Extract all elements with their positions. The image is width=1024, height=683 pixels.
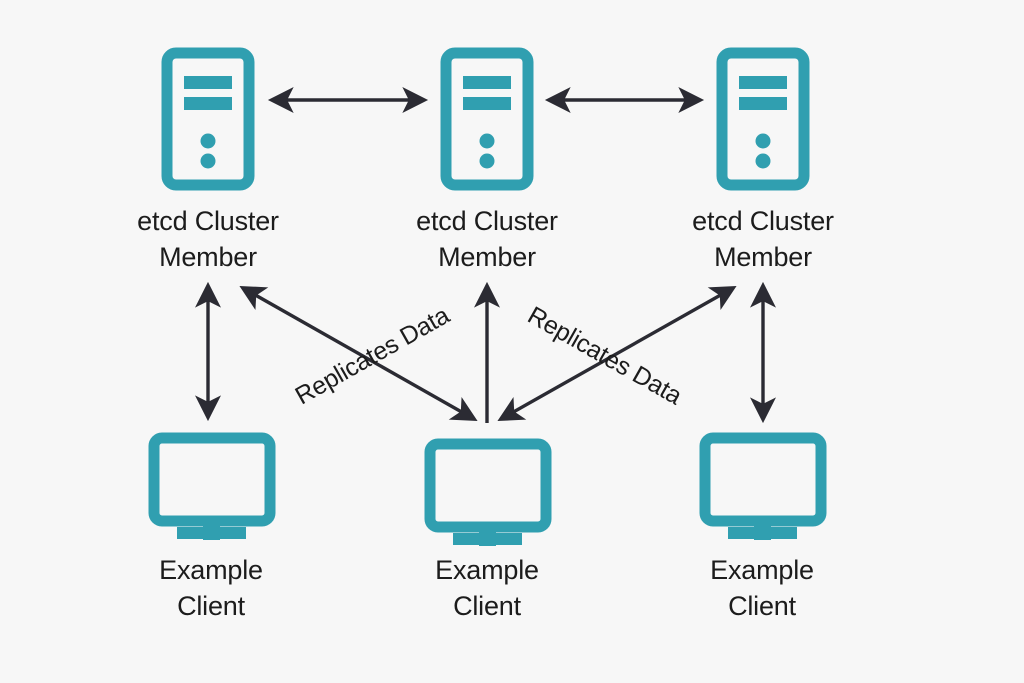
client-label-left: Example Client [159, 555, 263, 621]
server-label-right: etcd Cluster Member [692, 206, 834, 272]
arrow-replicates-data-left [239, 285, 478, 422]
monitor-icon-center [424, 438, 552, 546]
monitor-icon-right [699, 432, 827, 540]
client-label-right: Example Client [710, 555, 814, 621]
server-tower-icon-center [440, 47, 534, 191]
server-tower-icon-right [716, 47, 810, 191]
arrow-replicates-data-right [497, 285, 737, 422]
server-tower-icon-left [161, 47, 255, 191]
client-label-center: Example Client [435, 555, 539, 621]
monitor-icon-left [148, 432, 276, 540]
server-label-center: etcd Cluster Member [416, 206, 558, 272]
server-label-left: etcd Cluster Member [137, 206, 279, 272]
